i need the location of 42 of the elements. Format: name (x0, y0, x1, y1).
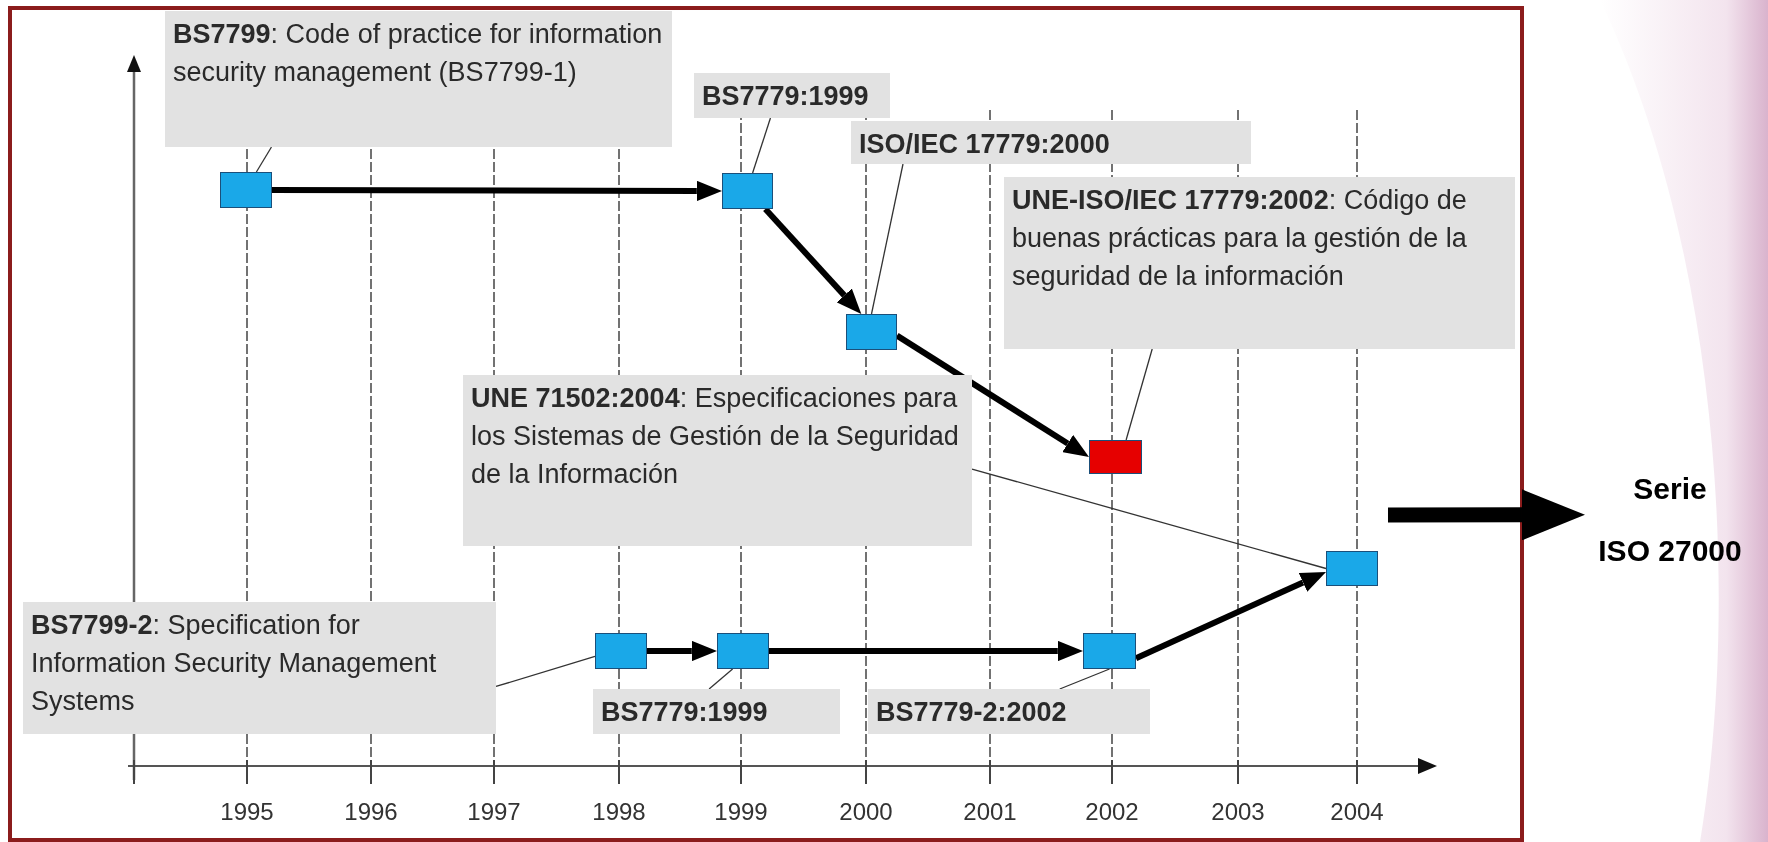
callout-label: BS7799: Code of practice for information security management (BS7799-1) (165, 11, 672, 147)
year-label: 1999 (714, 798, 768, 826)
milestone-marker (717, 633, 769, 669)
milestone-marker (595, 633, 647, 669)
leader-line (751, 117, 772, 174)
milestone-marker (1326, 551, 1378, 586)
milestone-marker (1089, 440, 1142, 474)
year-label: 2001 (963, 798, 1017, 826)
series-label: ISO 27000 (1598, 534, 1742, 568)
milestone-marker (846, 314, 897, 350)
year-label: 1996 (344, 798, 398, 826)
callout-label: BS7779:1999 (694, 73, 890, 118)
leader-line (1125, 348, 1153, 441)
callout-label: UNE-ISO/IEC 17779:2002: Código de buenas prácticas para la gestión de la seguridad de la información (1004, 177, 1515, 349)
year-label: 1997 (467, 798, 521, 826)
arrow (647, 640, 717, 662)
year-label: 1998 (592, 798, 646, 826)
milestone-marker (220, 172, 272, 208)
arrow (895, 333, 1089, 457)
leader-line (708, 668, 734, 690)
callout-label: ISO/IEC 17779:2000 (851, 121, 1251, 164)
year-label: 2003 (1211, 798, 1265, 826)
callout-label: BS7779:1999 (593, 689, 840, 734)
arrow (1134, 572, 1326, 661)
arrow (769, 640, 1083, 662)
callout-label: UNE 71502:2004: Especificaciones para los Sistemas de Gestión de la Seguridad de la Información (463, 375, 972, 546)
callout-label: BS7779-2:2002 (868, 689, 1150, 734)
leader-line (495, 655, 596, 688)
callout-label: BS7799-2: Specification for Information Security Management Systems (23, 602, 496, 734)
leader-line (255, 146, 273, 173)
milestone-marker (722, 173, 773, 209)
arrow (1388, 489, 1585, 541)
arrow (272, 180, 722, 202)
year-label: 2002 (1085, 798, 1139, 826)
leader-line (870, 163, 904, 315)
year-label: 2000 (839, 798, 893, 826)
year-label: 2004 (1330, 798, 1384, 826)
milestone-marker (1083, 633, 1136, 669)
series-label: Serie (1633, 472, 1707, 506)
leader-line (1059, 668, 1111, 690)
year-label: 1995 (220, 798, 274, 826)
leader-line (971, 468, 1327, 570)
